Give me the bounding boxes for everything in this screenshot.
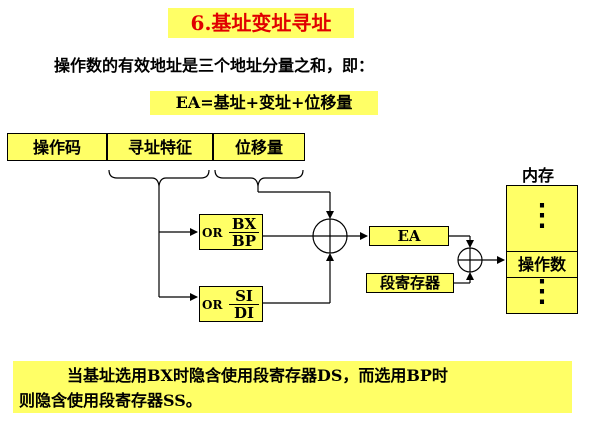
ea-box: EA bbox=[369, 226, 449, 246]
field-displacement: 位移量 bbox=[213, 133, 305, 161]
formula: EA=基址+变址+位移量 bbox=[150, 91, 378, 115]
field-addressing-mode: 寻址特征 bbox=[107, 133, 213, 161]
index-or-label: OR bbox=[202, 298, 223, 312]
register-si: SI bbox=[235, 287, 253, 305]
index-register-box: OR SI DI bbox=[199, 286, 263, 322]
base-register-box: OR BX BP bbox=[199, 214, 263, 250]
register-bx: BX bbox=[231, 215, 257, 233]
brace-disp bbox=[214, 169, 304, 187]
memory-dots-bottom: ⋮ bbox=[527, 274, 557, 309]
memory-label: 内存 bbox=[522, 166, 555, 185]
intro-text: 操作数的有效地址是三个地址分量之和，即： bbox=[54, 56, 375, 75]
memory-block: ⋮ ⋮ bbox=[506, 185, 578, 314]
field-opcode: 操作码 bbox=[7, 133, 107, 161]
note-box: 当基址选用BX时隐含使用段寄存器DS，而选用BP时 则隐含使用段寄存器SS。 bbox=[13, 361, 572, 413]
memory-dots-top: ⋮ bbox=[527, 198, 557, 233]
note-line-2: 则隐含使用段寄存器SS。 bbox=[19, 391, 202, 410]
register-bp: BP bbox=[229, 232, 259, 249]
base-or-label: OR bbox=[202, 226, 223, 240]
page-title: 6.基址变址寻址 bbox=[168, 8, 354, 38]
register-di: DI bbox=[229, 304, 259, 321]
segment-register-box: 段寄存器 bbox=[366, 273, 454, 293]
operand-cell: 操作数 bbox=[506, 251, 578, 278]
brace-mode bbox=[108, 169, 210, 187]
note-line-1: 当基址选用BX时隐含使用段寄存器DS，而选用BP时 bbox=[67, 366, 448, 385]
